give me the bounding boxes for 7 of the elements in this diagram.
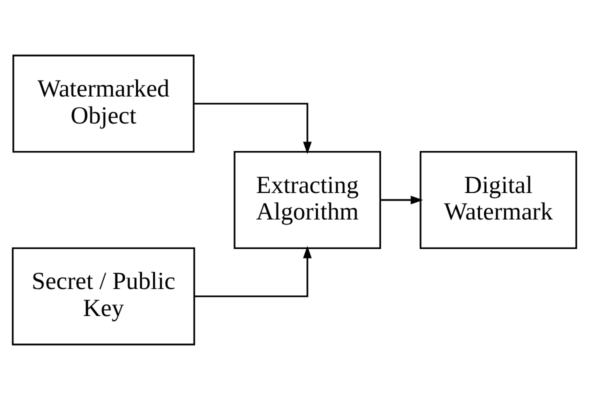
arrow xyxy=(194,246,312,298)
arrow xyxy=(380,196,424,204)
arrow xyxy=(194,102,312,154)
node-box: Digital Watermark xyxy=(420,150,578,250)
node-box: Watermarked Object xyxy=(12,54,195,153)
node-box: Secret / Public Key xyxy=(12,247,196,346)
node-box: Extracting Algorithm xyxy=(234,150,382,250)
